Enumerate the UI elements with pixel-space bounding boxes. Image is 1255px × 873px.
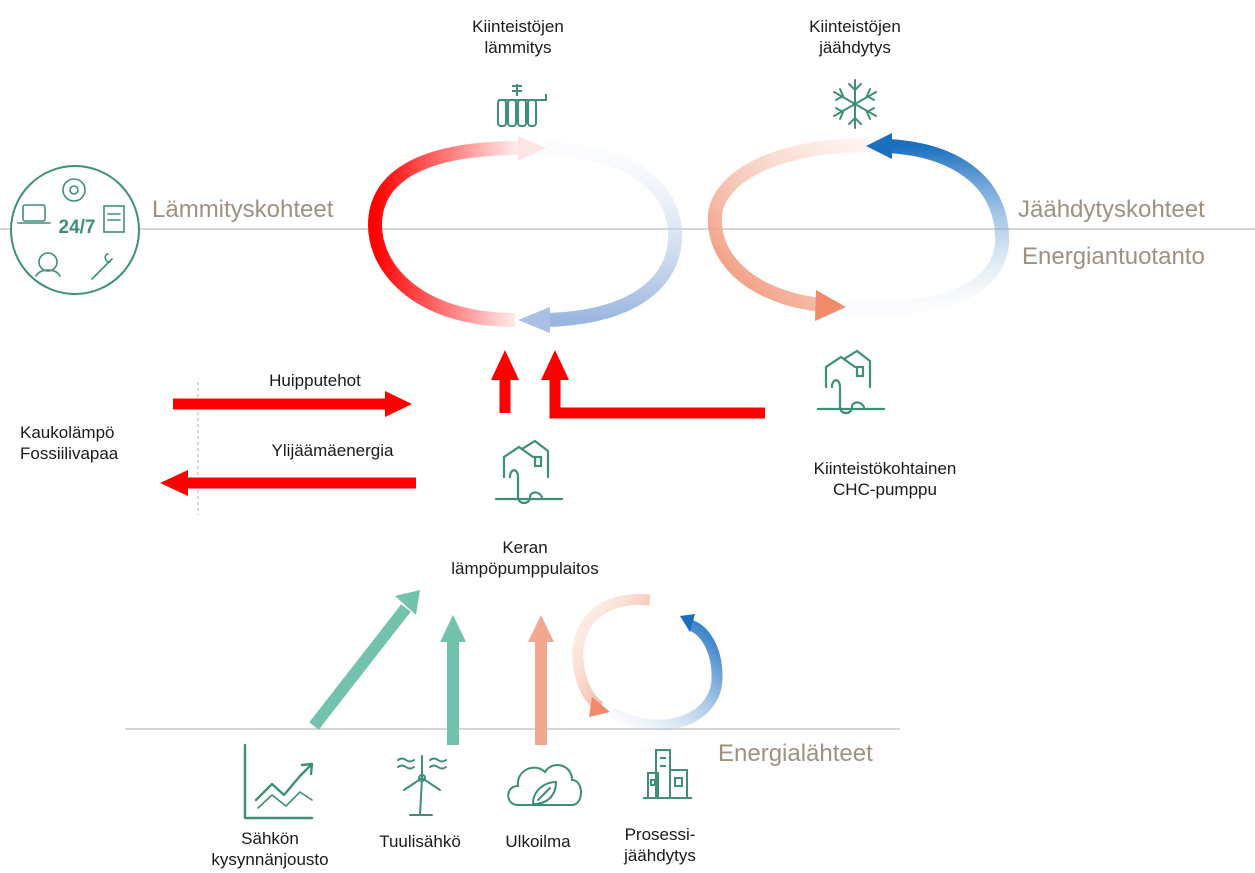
- badge-247-text: 24/7: [58, 217, 96, 238]
- source-arrows: [309, 590, 554, 745]
- zone-energy-sources: Energialähteet: [718, 740, 873, 767]
- heating-cycle-red-arc: [367, 141, 521, 327]
- demand-response-arrowhead: [395, 590, 420, 615]
- outdoor-air-arrowhead: [528, 615, 554, 642]
- zone-cooling-targets: Jäähdytyskohteet: [1018, 196, 1205, 223]
- surplus-energy-label: Ylijäämäenergia: [271, 441, 394, 460]
- zone-heating-targets: Lämmityskohteet: [152, 196, 334, 223]
- cooling-cycle-blue-arc: [839, 139, 1010, 316]
- heating-cycle-blue-arc: [539, 141, 683, 327]
- chart-trend-icon: [243, 743, 314, 820]
- surplus-arrowhead: [160, 470, 188, 496]
- outdoor-air-label: Ulkoilma: [505, 832, 571, 851]
- wind-power-label: Tuulisähkö: [379, 832, 461, 851]
- wind-turbine-icon: [397, 755, 447, 816]
- building-cooling-label: Kiinteistöjen jäähdytys: [809, 17, 901, 57]
- wind-arrowhead: [440, 615, 466, 642]
- process-cooling-cycle: [572, 593, 723, 731]
- service-247-icon: [10, 165, 140, 295]
- snowflake-icon: [833, 79, 877, 129]
- district-heat-arrows: [160, 391, 416, 496]
- building-heating-label: Kiinteistöjen lämmitys: [472, 17, 564, 57]
- chc-pump-label: Kiinteistökohtainen CHC-pumppu: [813, 459, 957, 499]
- demand-response-label: Sähkön kysynnänjousto: [211, 829, 329, 869]
- kera-plant-label: Keran lämpöpumppulaitos: [451, 538, 599, 578]
- cooling-cycle: [707, 133, 1010, 321]
- district-heat-label: Kaukolämpö Fossiilivapaa: [20, 423, 119, 463]
- factory-icon: [643, 749, 692, 799]
- peak-power-arrowhead: [385, 391, 412, 417]
- cooling-cycle-salmon-arc: [707, 138, 871, 312]
- chc-house-heatpump-icon: [816, 349, 886, 415]
- heating-cycle: [367, 136, 683, 333]
- cloud-leaf-icon: [507, 764, 582, 806]
- plant-up-arrows: [491, 350, 765, 419]
- house-heatpump-icon: [494, 439, 564, 505]
- process-cooling-label: Prosessi- jäähdytys: [624, 825, 696, 865]
- peak-power-label: Huipputehot: [269, 371, 361, 390]
- zone-energy-production: Energiantuotanto: [1022, 243, 1205, 270]
- radiator-icon: [497, 84, 547, 127]
